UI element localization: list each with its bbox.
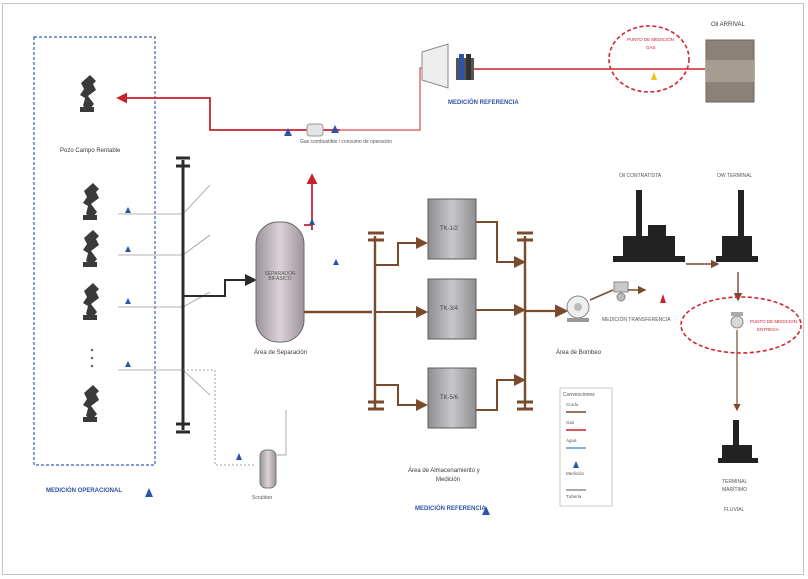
oil-arrival-photo-band — [706, 60, 754, 82]
inlet-to-separator-line — [183, 280, 255, 296]
separator-level-marker — [333, 259, 339, 265]
separator-gas-marker — [309, 218, 315, 225]
operational-measure-marker — [145, 488, 153, 497]
storage-feed-lines — [375, 243, 426, 405]
marine-terminal-label-2: MARÍTIMO — [722, 488, 747, 493]
tank-outlet-lines — [476, 222, 524, 410]
tank-3-label: TK-5/6 — [440, 395, 458, 401]
scrubber-icon — [260, 410, 286, 488]
storage-area-label-line-2: Medición — [436, 477, 460, 483]
well-icon-4 — [83, 283, 99, 320]
marine-terminal-icon — [718, 420, 758, 463]
compressor-icon — [422, 44, 448, 88]
storage-inlet-manifold — [368, 233, 384, 409]
scrubber-measure-marker — [236, 453, 242, 460]
marine-terminal-label-3: FLUVIAL — [724, 508, 744, 513]
scrubber-feed-line — [183, 370, 255, 465]
pump-area-label: Área de Bombeo — [556, 350, 601, 356]
well-icon-3 — [83, 230, 99, 267]
well-cluster-label: Pozo Campo Rentable — [60, 148, 120, 154]
separation-area-label: Área de Separación — [254, 350, 307, 356]
well-icon-2 — [83, 183, 99, 220]
highlight-circle-top — [609, 26, 689, 92]
oil-producer-label: Oil CONTRATISTA — [619, 174, 661, 179]
legend-item-5: Tubería — [566, 495, 581, 500]
tank-2-label: TK-3/4 — [440, 306, 458, 312]
ellipsis-dots — [91, 349, 93, 367]
measurement-point-top-label-2: GAS — [646, 46, 656, 51]
operational-measurement-label: MEDICIÓN OPERACIONAL — [46, 488, 122, 494]
pump-icon — [567, 296, 589, 322]
transfer-meter-icon — [614, 282, 628, 301]
measurement-point-right-label-2: ENTREGA — [757, 328, 779, 333]
storage-area-label-line-1: Área de Almacenamiento y — [408, 468, 480, 474]
tank-1-label: TK-1/2 — [440, 226, 458, 232]
well-icon-5 — [83, 385, 99, 422]
transfer-measure-marker — [660, 294, 666, 303]
top-measure-marker — [651, 72, 657, 80]
well-flowlines — [118, 185, 210, 395]
pump-manifold — [517, 233, 533, 409]
well-measurement-markers — [125, 207, 131, 367]
gas-meter-top-icon — [456, 54, 474, 80]
oil-terminal-label: OW TERMINAL — [717, 174, 752, 179]
oil-terminal-icon — [716, 190, 758, 262]
legend-item-3: Agua — [566, 439, 577, 444]
measurement-point-right-label-1: PUNTO DE MEDICIÓN — [750, 320, 797, 325]
oil-producer-icon — [613, 190, 685, 262]
scrubber-label: Scrubber — [252, 496, 272, 501]
measurement-point-top-label-1: PUNTO DE MEDICIÓN — [627, 38, 674, 43]
separator-label: SEPARADOR BIFÁSICO — [260, 272, 300, 282]
marine-terminal-label-1: TERMINAL — [722, 480, 747, 485]
well-icon-1 — [80, 75, 96, 112]
transfer-measurement-label: MEDICIÓN TRANSFERENCIA — [602, 318, 671, 323]
pump-discharge-line — [590, 290, 613, 300]
reference-measurement-top-label: MEDICIÓN REFERENCIA — [448, 100, 519, 106]
delivery-meter-icon — [731, 312, 743, 328]
separator-vessel — [256, 222, 304, 342]
gas-return-line — [118, 98, 340, 130]
gas-line-label: Gas combustible / consumo de operación — [300, 140, 392, 145]
legend-item-1: Crudo — [566, 403, 578, 408]
oil-arrival-label: Oil ARRIVAL — [711, 22, 745, 28]
reference-measurement-bottom-label: MEDICIÓN REFERENCIA — [415, 506, 486, 512]
gas-meter-icon — [307, 124, 323, 136]
legend-title: Convenciones — [563, 393, 595, 398]
gas-export-line — [340, 68, 432, 130]
legend-item-2: Gas — [566, 421, 574, 426]
legend-item-4: Medición — [566, 472, 584, 477]
